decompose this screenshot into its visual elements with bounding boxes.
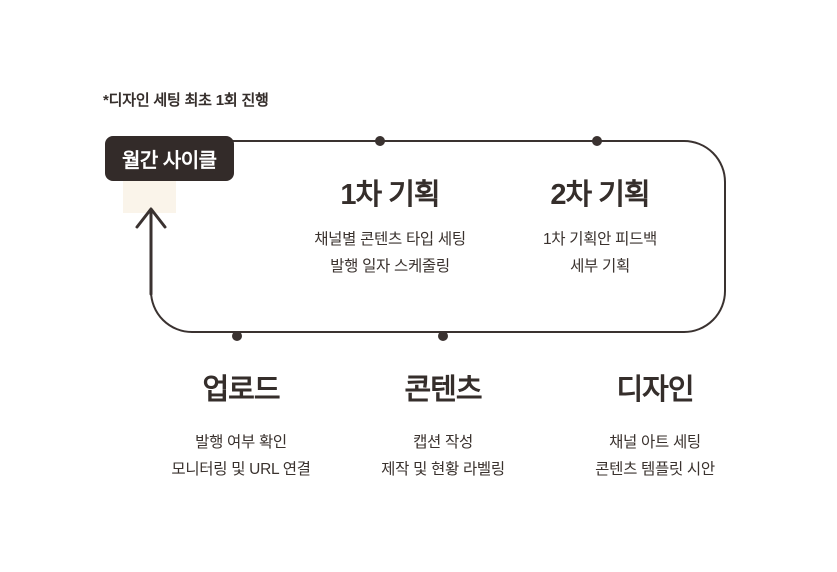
- stage-line: 채널 아트 세팅: [609, 434, 701, 451]
- design-setting-note: *디자인 세팅 최초 1회 진행: [103, 92, 269, 109]
- monthly-cycle-badge: 월간 사이클: [105, 136, 234, 181]
- stage-title: 1차 기획: [340, 179, 440, 211]
- stage-line: 콘텐츠 템플릿 시안: [595, 461, 715, 478]
- stage-content: 콘텐츠 캡션 작성 제작 및 현황 라벨링: [381, 366, 505, 483]
- stage-title: 2차 기획: [550, 179, 650, 211]
- stage-upload: 업로드 발행 여부 확인 모니터링 및 URL 연결: [171, 366, 311, 483]
- stage-line: 세부 기획: [570, 258, 630, 275]
- stage-line: 모니터링 및 URL 연결: [171, 461, 311, 478]
- stage-line: 캡션 작성: [413, 434, 473, 451]
- arrow-up-icon: [135, 207, 167, 296]
- cycle-dot: [438, 331, 448, 341]
- stage-description: 캡션 작성 제작 및 현황 라벨링: [381, 429, 505, 483]
- stage-title: 콘텐츠: [404, 374, 482, 406]
- stage-line: 발행 일자 스케줄링: [330, 258, 450, 275]
- cycle-gap: [123, 175, 176, 213]
- cycle-dot: [232, 331, 242, 341]
- stage-description: 채널별 콘텐츠 타입 세팅 발행 일자 스케줄링: [314, 226, 466, 280]
- stage-title: 업로드: [202, 374, 280, 406]
- stage-design: 디자인 채널 아트 세팅 콘텐츠 템플릿 시안: [595, 366, 715, 483]
- stage-description: 1차 기획안 피드백 세부 기획: [543, 226, 657, 280]
- stage-plan-2: 2차 기획 1차 기획안 피드백 세부 기획: [543, 171, 657, 280]
- stage-description: 채널 아트 세팅 콘텐츠 템플릿 시안: [595, 429, 715, 483]
- stage-line: 채널별 콘텐츠 타입 세팅: [314, 231, 466, 248]
- cycle-dot: [375, 136, 385, 146]
- stage-title: 디자인: [616, 374, 694, 406]
- stage-plan-1: 1차 기획 채널별 콘텐츠 타입 세팅 발행 일자 스케줄링: [314, 171, 466, 280]
- stage-line: 발행 여부 확인: [195, 434, 287, 451]
- stage-line: 제작 및 현황 라벨링: [381, 461, 505, 478]
- cycle-dot: [592, 136, 602, 146]
- stage-line: 1차 기획안 피드백: [542, 231, 658, 248]
- stage-description: 발행 여부 확인 모니터링 및 URL 연결: [171, 429, 311, 483]
